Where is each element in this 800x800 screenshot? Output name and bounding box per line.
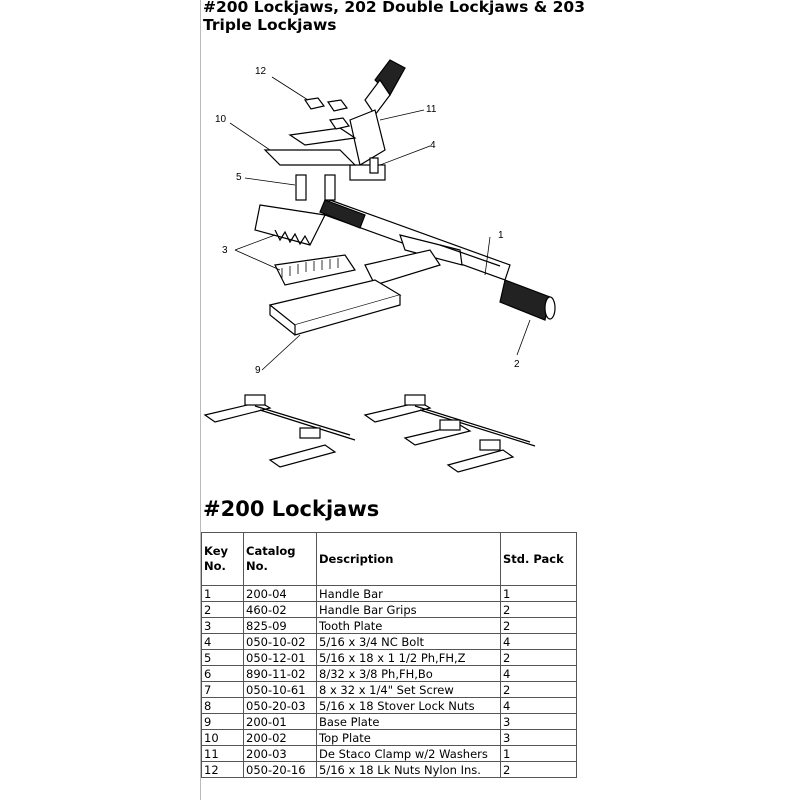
lockjaw-exploded-diagram: 12 11 10 4 5 3 1 2 9 (203, 59, 556, 473)
cell-std-pack: 2 (500, 761, 577, 778)
cell-std-pack: 4 (500, 665, 577, 682)
cell-key-no: 7 (201, 681, 244, 698)
callout-2: 2 (514, 359, 520, 370)
cell-description: Base Plate (316, 713, 501, 730)
cell-description: 5/16 x 3/4 NC Bolt (316, 633, 501, 650)
clamp-part (349, 109, 386, 166)
callout-4: 4 (430, 140, 436, 151)
callout-3: 3 (222, 245, 228, 256)
cell-catalog-no: 050-10-02 (243, 633, 317, 650)
callout-10: 10 (215, 114, 227, 125)
cell-std-pack: 1 (500, 745, 577, 762)
cell-catalog-no: 050-20-16 (243, 761, 317, 778)
cell-std-pack: 2 (500, 617, 577, 634)
cell-std-pack: 3 (500, 729, 577, 746)
cell-catalog-no: 200-03 (243, 745, 317, 762)
cell-description: Handle Bar Grips (316, 601, 501, 618)
cell-std-pack: 2 (500, 601, 577, 618)
cell-key-no: 3 (201, 617, 244, 634)
cell-key-no: 9 (201, 713, 244, 730)
section-title: #200 Lockjaws (203, 497, 380, 521)
callout-1: 1 (498, 230, 504, 241)
cell-std-pack: 4 (500, 633, 577, 650)
cell-key-no: 4 (201, 633, 244, 650)
cell-std-pack: 3 (500, 713, 577, 730)
cell-description: 5/16 x 18 x 1 1/2 Ph,FH,Z (316, 649, 501, 666)
cell-description: 8/32 x 3/8 Ph,FH,Bo (316, 665, 501, 682)
cell-catalog-no: 050-20-03 (243, 697, 317, 714)
cell-catalog-no: 460-02 (243, 601, 317, 618)
cell-catalog-no: 825-09 (243, 617, 317, 634)
cell-catalog-no: 050-12-01 (243, 649, 317, 666)
callout-11: 11 (426, 104, 437, 115)
cell-key-no: 5 (201, 649, 244, 666)
cell-key-no: 12 (201, 761, 244, 778)
cell-catalog-no: 200-04 (243, 585, 317, 602)
cell-std-pack: 2 (500, 681, 577, 698)
cell-std-pack: 2 (500, 649, 577, 666)
callout-12: 12 (255, 66, 267, 77)
cell-key-no: 10 (201, 729, 244, 746)
page-title: #200 Lockjaws, 202 Double Lockjaws & 203… (203, 0, 585, 34)
cell-catalog-no: 200-02 (243, 729, 317, 746)
cell-key-no: 11 (201, 745, 244, 762)
cell-std-pack: 4 (500, 697, 577, 714)
cell-description: 5/16 x 18 Stover Lock Nuts (316, 697, 501, 714)
cell-key-no: 2 (201, 601, 244, 618)
cell-catalog-no: 890-11-02 (243, 665, 317, 682)
cell-description: Top Plate (316, 729, 501, 746)
header-description: Description (316, 532, 501, 586)
handle-bar-grip-part (499, 279, 551, 321)
left-border-line (200, 0, 201, 800)
bolt-parts (295, 157, 379, 201)
tooth-plate-part (254, 204, 326, 246)
cell-catalog-no: 050-10-61 (243, 681, 317, 698)
cell-description: Tooth Plate (316, 617, 501, 634)
callout-9: 9 (255, 365, 261, 376)
cell-description: Handle Bar (316, 585, 501, 602)
cell-key-no: 8 (201, 697, 244, 714)
cell-description: 8 x 32 x 1/4" Set Screw (316, 681, 501, 698)
triple-lockjaw-assembly (363, 394, 536, 473)
cell-description: 5/16 x 18 Lk Nuts Nylon Ins. (316, 761, 501, 778)
header-std-pack: Std. Pack (500, 532, 577, 586)
nut-part (303, 97, 326, 110)
double-lockjaw-assembly (203, 394, 356, 468)
callout-5: 5 (236, 172, 242, 183)
cell-description: De Staco Clamp w/2 Washers (316, 745, 501, 762)
top-plate-part (263, 149, 357, 166)
exploded-assembly (203, 59, 556, 473)
cell-key-no: 1 (201, 585, 244, 602)
cell-key-no: 6 (201, 665, 244, 682)
cell-catalog-no: 200-01 (243, 713, 317, 730)
cell-std-pack: 1 (500, 585, 577, 602)
